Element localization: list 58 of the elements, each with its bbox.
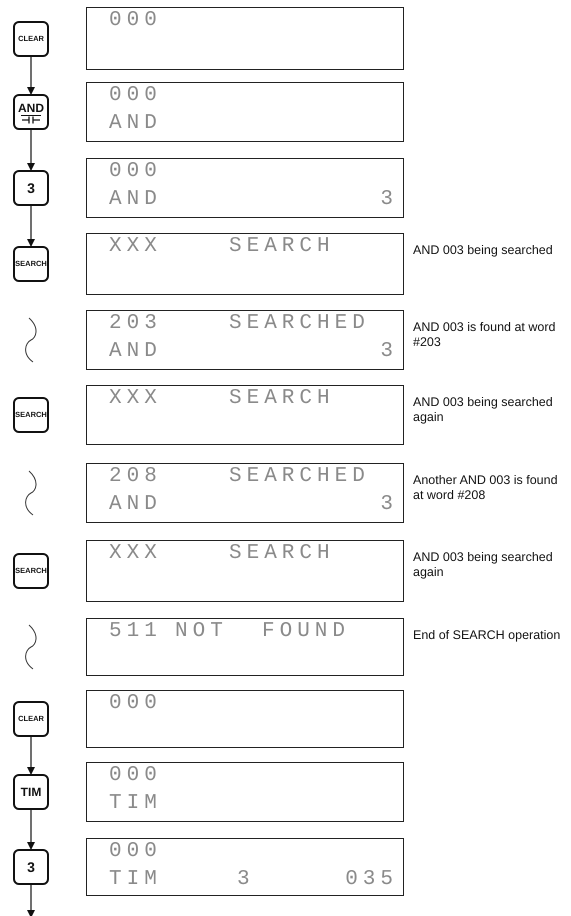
arrow xyxy=(27,130,35,171)
display-panel xyxy=(86,690,404,748)
display-panel xyxy=(86,233,404,295)
display-text: SEARCH xyxy=(229,236,335,258)
note-text: AND 003 being searched again xyxy=(413,550,554,580)
display-text: XXX xyxy=(109,236,162,258)
display-text: SEARCH xyxy=(229,543,335,565)
key-button: 3 xyxy=(13,849,49,885)
note-text: AND 003 being searched xyxy=(413,243,554,258)
display-text: 511 xyxy=(109,621,162,643)
display-text: 203 xyxy=(109,313,162,335)
display-text: 000 xyxy=(109,765,162,787)
display-text: 3 xyxy=(380,189,398,211)
display-panel xyxy=(86,540,404,602)
display-panel xyxy=(86,7,404,70)
display-text: AND xyxy=(109,341,162,363)
display-panel xyxy=(86,310,404,370)
note-text: AND 003 being searched again xyxy=(413,395,554,425)
display-text: 3 xyxy=(237,869,255,891)
display-panel xyxy=(86,762,404,822)
display-text: TIM xyxy=(109,793,162,815)
key-button: 3 xyxy=(13,170,49,206)
display-panel xyxy=(86,838,404,896)
arrow xyxy=(27,885,35,916)
display-text: TIM xyxy=(109,869,162,891)
display-text: 000 xyxy=(109,10,162,32)
display-text: 000 xyxy=(109,85,162,107)
display-text: 208 xyxy=(109,466,162,488)
display-text: SEARCHED xyxy=(229,313,370,335)
key-button: TIM xyxy=(13,774,49,810)
arrow xyxy=(27,810,35,850)
display-text: 3 xyxy=(380,341,398,363)
arrow xyxy=(27,56,35,95)
display-panel xyxy=(86,385,404,445)
display-panel xyxy=(86,82,404,142)
display-text: 035 xyxy=(345,869,398,891)
display-text: NOT xyxy=(175,621,228,643)
display-panel xyxy=(86,463,404,523)
display-text: AND xyxy=(109,113,162,135)
display-text: XXX xyxy=(109,543,162,565)
display-text: 3 xyxy=(380,494,398,516)
display-panel xyxy=(86,158,404,218)
key-button: AND xyxy=(13,94,49,130)
display-text: 000 xyxy=(109,693,162,715)
display-text: AND xyxy=(109,494,162,516)
note-text: End of SEARCH operation xyxy=(413,628,562,643)
display-text: SEARCH xyxy=(229,388,335,410)
note-text: Another AND 003 is found at word #208 xyxy=(413,473,559,503)
display-text: 000 xyxy=(109,841,162,863)
display-text: AND xyxy=(109,189,162,211)
display-text: SEARCHED xyxy=(229,466,370,488)
display-text: 000 xyxy=(109,161,162,183)
arrow xyxy=(27,737,35,775)
display-text: FOUND xyxy=(262,621,350,643)
display-panel xyxy=(86,618,404,676)
note-text: AND 003 is found at word #203 xyxy=(413,320,556,350)
arrow xyxy=(27,206,35,247)
display-text: XXX xyxy=(109,388,162,410)
